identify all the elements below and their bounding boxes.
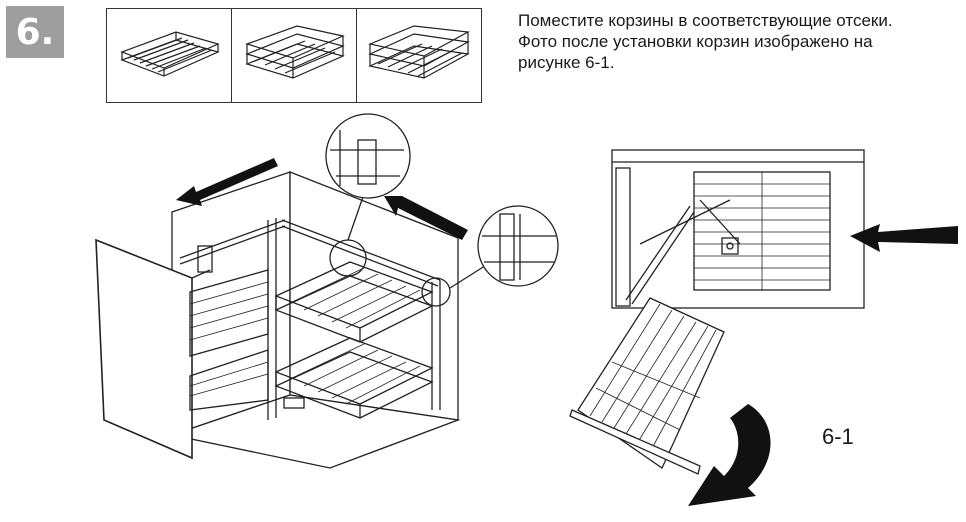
instruction-line-1: Поместите корзины в соответствующие отсе…: [518, 11, 893, 30]
basket-type-1: [107, 9, 232, 102]
detail-zoom-right: [477, 205, 559, 287]
double-tier-basket-icon: [367, 24, 470, 79]
insert-arrow-left-icon: [176, 158, 278, 206]
rotate-arrow-icon: [688, 404, 771, 506]
single-tier-basket-icon: [120, 30, 220, 77]
detail-zoom-top: [325, 113, 411, 199]
basket-type-2: [232, 9, 357, 102]
double-tier-basket-icon: [245, 24, 345, 79]
push-arrow-left-icon: [850, 224, 958, 252]
basket-types-panel: [106, 8, 482, 103]
insert-arrow-right-icon: [384, 196, 468, 240]
figure-label: 6-1: [822, 424, 854, 449]
instruction-line-2: Фото после установки корзин изображено н…: [518, 32, 873, 51]
instruction-line-3: рисунке 6-1.: [518, 53, 615, 72]
step-number-badge: 6.: [6, 6, 64, 58]
basket-type-3: [357, 9, 481, 102]
instruction-text: Поместите корзины в соответствующие отсе…: [518, 10, 958, 73]
